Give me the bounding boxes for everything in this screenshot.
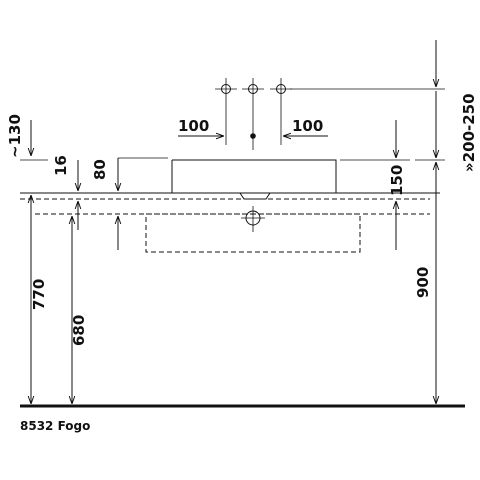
dim-100-left: 100 [178, 117, 209, 135]
tap-hole-right-icon [270, 78, 292, 100]
tap-hole-left-icon [215, 78, 237, 100]
dim-16: 16 [52, 155, 70, 176]
dim-100-right: 100 [292, 117, 323, 135]
dim-200-250: »200-250 [460, 93, 478, 172]
basin-outline [171, 159, 337, 193]
dim-80: 80 [91, 159, 109, 180]
dim-150: 150 [388, 165, 406, 196]
dim-approx-130: ~130 [6, 114, 24, 158]
drain-outlet [239, 192, 271, 200]
center-dot [250, 133, 256, 139]
model-caption: 8532 Fogo [20, 419, 90, 433]
tap-hole-center-icon [242, 78, 264, 100]
dim-770: 770 [30, 279, 48, 310]
dim-680: 680 [70, 315, 88, 346]
dim-900: 900 [414, 267, 432, 298]
